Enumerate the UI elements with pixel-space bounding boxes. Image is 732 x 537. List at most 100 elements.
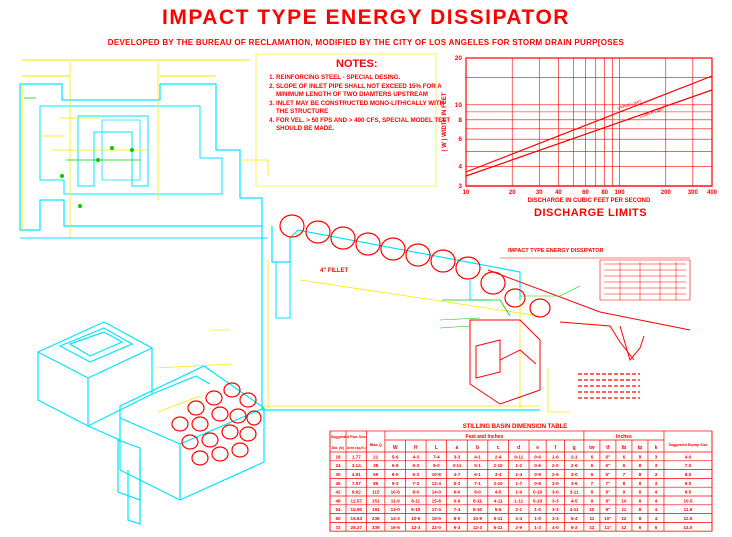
table-cell: 10: [589, 507, 595, 512]
table-cell: tp: [638, 445, 643, 451]
chart-x-tick: 80: [601, 190, 608, 196]
table-cell: 10-9: [473, 516, 483, 521]
discharge-chart-title: DISCHARGE LIMITS: [534, 207, 648, 219]
table-cell: W: [393, 445, 398, 451]
table-cell: 7.07: [352, 481, 361, 486]
table-cell: 7-4: [433, 454, 440, 459]
table-cell: 9-10: [473, 507, 483, 512]
table-cell: 6-9: [392, 463, 399, 468]
table-cell: 10": [604, 516, 611, 521]
table-cell: H: [414, 445, 418, 451]
table-cell: c: [497, 445, 500, 451]
table-cell: 21: [373, 454, 379, 459]
table-cell: 13-0: [391, 507, 401, 512]
table-cell: 17-4: [432, 507, 442, 512]
chart-y-tick: 20: [455, 55, 463, 62]
table-cell: 3-3: [552, 498, 559, 503]
table-cell: 4.91: [352, 472, 361, 477]
table-cell: 10.5: [684, 498, 693, 503]
table-cell: 1-0: [534, 516, 541, 521]
table-cell: 8-0: [392, 472, 399, 477]
table-cell: 5-4: [571, 516, 578, 521]
table-cell: 15-8: [432, 498, 442, 503]
table-cell: 8: [591, 490, 594, 495]
table-cell: 6": [606, 463, 611, 468]
note-item: SLOPE OF INLET PIPE SHALL NOT EXCEED 15%…: [276, 83, 451, 99]
table-cell: 24: [335, 463, 341, 468]
table-cell: 14.0: [684, 525, 693, 530]
table-cell: 115: [372, 490, 380, 495]
table-cell: Suggested Pipe Size: [331, 435, 366, 439]
table-cell: 8: [639, 472, 642, 477]
table-cell: 10-9: [411, 516, 421, 521]
table-cell: 9": [606, 507, 611, 512]
table-cell: 1.77: [352, 454, 361, 459]
table-cell: 5-3: [412, 463, 419, 468]
table-cell: 9: [623, 490, 626, 495]
table-cell: 1-4: [515, 472, 522, 477]
table-cell: 11: [589, 516, 594, 521]
table-cell: 1-9: [515, 490, 522, 495]
chart-x-tick: 20: [509, 190, 516, 196]
table-cell: 12-3: [411, 525, 421, 530]
table-cell: 8: [639, 481, 642, 486]
table-cell: 12-3: [473, 525, 483, 530]
table-cell: 9.5: [685, 490, 692, 495]
table-cell: Feet and Inches: [466, 434, 504, 440]
table-cell: 8: [639, 507, 642, 512]
note-item: FOR VEL. > 50 FPS AND > 400 CFS, SPECIAL…: [276, 117, 451, 133]
table-cell: 2-10: [494, 463, 504, 468]
iso-rocks: [171, 382, 262, 466]
detail-section: [439, 257, 691, 405]
table-cell: 59: [373, 472, 379, 477]
table-cell: 9: [591, 498, 594, 503]
table-cell: 14-3: [391, 516, 401, 521]
table-cell: 16-6: [391, 525, 401, 530]
discharge-chart: [465, 57, 713, 187]
table-cell: 6: [591, 454, 594, 459]
table-cell: 191: [372, 507, 380, 512]
plan-view: [19, 59, 269, 239]
table-cell: 8: [639, 454, 642, 459]
table-cell: 1-3: [534, 525, 541, 530]
detail-mini-title: IMPACT TYPE ENERGY DISSIPATOR: [508, 248, 603, 254]
table-cell: 4-3: [412, 454, 419, 459]
table-cell: k: [655, 445, 658, 451]
table-cell: 3-6: [571, 481, 578, 486]
table-cell: 0-11: [514, 454, 523, 459]
table-cell: Max Q: [370, 442, 382, 447]
table-cell: 11-9: [391, 498, 400, 503]
table-cell: tb: [622, 445, 627, 451]
table-cell: 28.27: [351, 525, 363, 530]
table-cell: 4-1: [474, 454, 481, 459]
table-cell: 4: [655, 490, 658, 495]
table-cell: 7-3: [412, 481, 419, 486]
table-cell: 8: [639, 490, 642, 495]
table-cell: 3: [655, 481, 658, 486]
table-cell: 3-10: [494, 481, 504, 486]
table-cell: 4-11: [570, 507, 579, 512]
table-cell: 8: [623, 481, 626, 486]
table-cell: 151: [372, 498, 380, 503]
table-cell: 2-6: [552, 472, 559, 477]
table-cell: 7: [591, 481, 594, 486]
table-cell: d: [517, 445, 520, 451]
table-cell: 8.0: [685, 472, 692, 477]
table-cell: 11: [622, 507, 627, 512]
note-item: INLET MAY BE CONSTRUCTED MONO-LITHICALLY…: [276, 100, 451, 116]
table-cell: 3.14: [352, 463, 361, 468]
table-cell: 19.63: [351, 516, 363, 521]
table-cell: 11.5: [684, 507, 693, 512]
table-cell: 4-5: [571, 498, 578, 503]
chart-x-tick: 10: [463, 190, 470, 196]
table-cell: 5-6: [392, 454, 399, 459]
table-cell: 9-3: [392, 481, 399, 486]
table-cell: L: [435, 445, 438, 451]
table-cell: 0-6: [534, 454, 541, 459]
table-cell: 22-0: [432, 525, 442, 530]
table-cell: 8-11: [473, 498, 482, 503]
table-cell: 0-10: [533, 498, 543, 503]
